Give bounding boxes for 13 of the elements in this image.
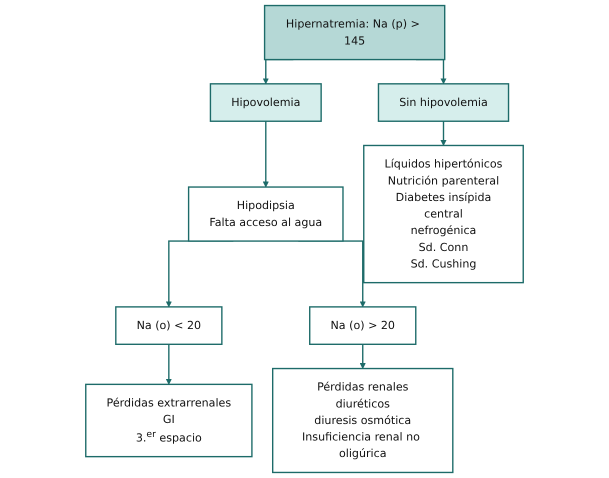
- node-box: Sin hipovolemia: [378, 83, 510, 122]
- arrow: [166, 344, 172, 385]
- node-box: Hipernatremia: Na (p) > 145: [264, 4, 446, 60]
- arrow: [360, 344, 366, 369]
- node-box: Hipodipsia Falta acceso al agua: [188, 186, 344, 242]
- node-box: Na (o) < 20: [115, 306, 223, 345]
- node-box: Pérdidas extrarrenales GI 3.$^{er}$ espacio: [85, 384, 253, 458]
- node-box: Pérdidas renales diuréticos diuresis osmótica Insuficiencia renal no oligúrica: [272, 368, 454, 474]
- node-box: Hipovolemia: [210, 83, 322, 122]
- node-box: Na (o) > 20: [309, 306, 416, 345]
- node-box: Líquidos hipertónicos Nutrición parenteral Diabetes insípida central nefrogénica Sd. Conn Sd. Cushing: [363, 144, 524, 284]
- arrow: [262, 120, 269, 188]
- arrow: [440, 120, 447, 146]
